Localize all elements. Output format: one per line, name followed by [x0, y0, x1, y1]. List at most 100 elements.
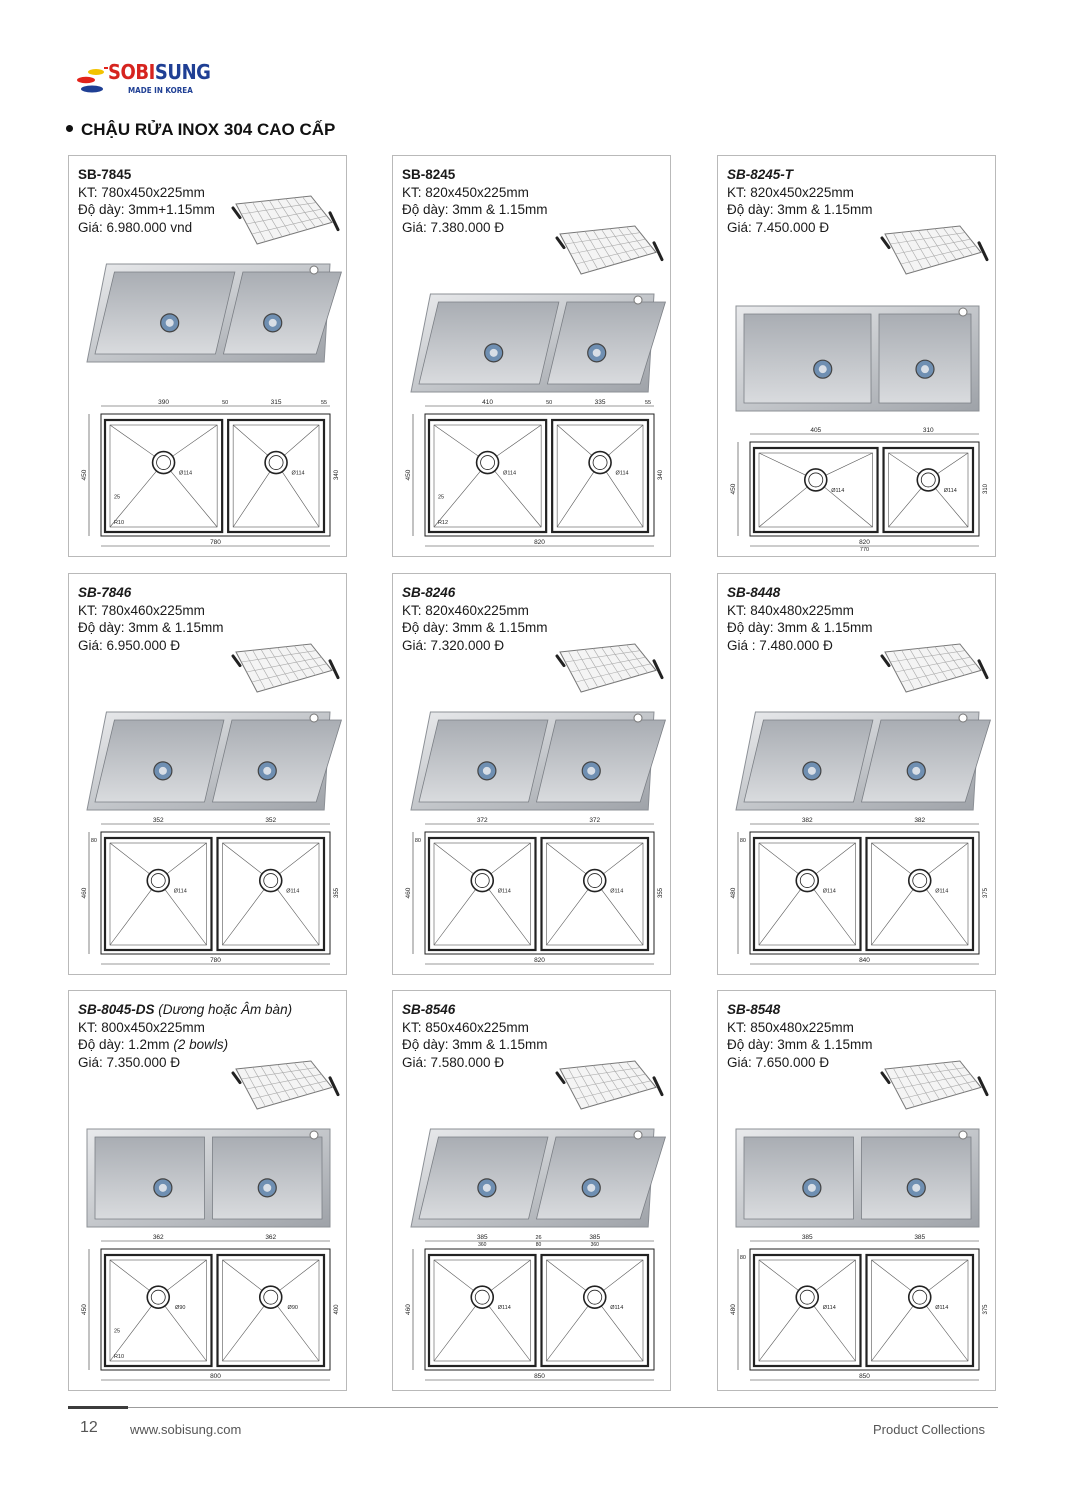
product-thickness: Độ dày: 3mm+1.15mm	[78, 202, 215, 217]
dim-drain-left: Ø90	[175, 1305, 185, 1311]
dim-divider: 50	[222, 400, 228, 406]
dim-drain-right: Ø114	[292, 471, 305, 477]
dim-corner: R10	[114, 520, 124, 526]
dim-inner: 355	[658, 887, 664, 898]
dim-wall: 25	[114, 1329, 120, 1335]
dish-basket-icon	[880, 1060, 989, 1110]
dim-total: 840	[859, 957, 870, 964]
dim-total: 820	[859, 539, 870, 546]
dim-right-bowl: 335	[595, 399, 606, 406]
product-thickness: Độ dày: 3mm & 1.15mm	[402, 202, 548, 217]
product-price: Giá: 7.650.000 Đ	[727, 1054, 830, 1070]
dim-inner: 340	[658, 469, 664, 480]
dim-right-bowl: 385	[914, 1234, 925, 1241]
collection-label: Product Collections	[873, 1422, 985, 1437]
dim-height: 460	[81, 887, 88, 898]
drain-outline-icon	[475, 450, 500, 475]
dim-drain-left: Ø114	[174, 889, 187, 895]
product-model: SB-8045-DS (Dương hoặc Âm bàn)	[78, 1002, 293, 1017]
dim-inner: 400	[334, 1304, 340, 1315]
dim-corner: R10	[114, 1354, 124, 1360]
footer-accent-bar	[68, 1406, 128, 1409]
dim-top-mid: 80	[536, 1242, 542, 1248]
dim-height: 450	[405, 469, 412, 480]
dim-inner: 355	[334, 887, 340, 898]
dim-height: 480	[730, 887, 737, 898]
dim-total: 780	[210, 539, 221, 546]
product-size: KT: 820x460x225mm	[402, 602, 529, 618]
dim-right-bowl: 382	[914, 817, 925, 824]
brand-name: SOBISUNG	[108, 60, 211, 84]
dim-total: 800	[210, 1373, 221, 1380]
dim-right-bowl: 372	[589, 817, 600, 824]
product-size: KT: 820x450x225mm	[402, 184, 529, 200]
dim-left-bowl: 390	[158, 399, 169, 406]
dim-right-bowl: 315	[271, 399, 282, 406]
sink-photo	[86, 263, 342, 363]
dim-wall: 25	[114, 494, 120, 500]
product-price: Giá: 7.580.000 Đ	[402, 1054, 505, 1070]
dim-right-bowl: 385	[589, 1234, 600, 1241]
sink-photo	[410, 711, 666, 811]
product-model: SB-8245-T	[727, 167, 794, 182]
sink-photo	[735, 1128, 980, 1228]
product-size: KT: 850x460x225mm	[402, 1019, 529, 1035]
drain-outline-icon	[264, 450, 288, 475]
dim-drain-right: Ø114	[286, 889, 299, 895]
dish-basket-icon	[231, 1060, 340, 1110]
drain-outline-icon	[803, 468, 828, 492]
sink-photo	[86, 711, 342, 811]
dim-left-bowl: 410	[482, 399, 493, 406]
product-size: KT: 840x480x225mm	[727, 602, 854, 618]
dim-top: 80	[740, 1255, 746, 1261]
product-price: Giá: 7.380.000 Đ	[402, 219, 505, 235]
website-url[interactable]: www.sobisung.com	[130, 1422, 242, 1437]
drain-outline-icon	[907, 1285, 932, 1309]
dish-basket-icon	[555, 1060, 664, 1110]
dim-divider: 50	[546, 400, 552, 406]
dim-corner: R12	[438, 520, 448, 526]
dim-drain-left: Ø114	[831, 488, 844, 494]
sink-photo	[410, 1128, 666, 1228]
product-size: KT: 820x450x225mm	[727, 184, 854, 200]
dim-drain-left: Ø114	[498, 889, 511, 895]
dim-total: 780	[210, 957, 221, 964]
drain-outline-icon	[258, 1285, 283, 1309]
product-model: SB-8245	[402, 167, 456, 182]
product-thickness: Độ dày: 1.2mm (2 bowls)	[78, 1037, 229, 1052]
dim-drain-right: Ø114	[616, 471, 629, 477]
drain-outline-icon	[588, 450, 612, 475]
dim-height: 450	[81, 469, 88, 480]
dim-top-right: 360	[591, 1242, 600, 1248]
dim-top: 80	[740, 838, 746, 844]
drain-outline-icon	[907, 868, 932, 893]
product-price: Giá: 6.950.000 Đ	[78, 637, 181, 653]
drain-outline-icon	[582, 1285, 607, 1309]
drain-outline-icon	[470, 868, 495, 893]
product-price: Giá : 7.480.000 Đ	[727, 637, 833, 653]
dim-top: 80	[415, 838, 421, 844]
product-size: KT: 780x460x225mm	[78, 602, 205, 618]
dim-total: 850	[534, 1373, 545, 1380]
sink-photo	[735, 305, 980, 412]
product-model: SB-8246	[402, 585, 456, 600]
